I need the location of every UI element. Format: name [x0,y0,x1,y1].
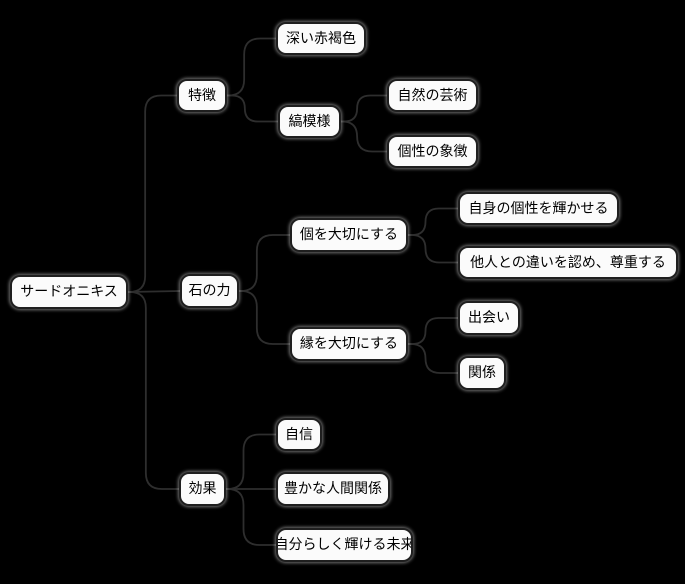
edge-value-individual--respect-differences [407,234,459,264]
mindmap-node-encounters[interactable]: 出会い [458,301,520,335]
edge-value-bonds--encounters [407,317,459,345]
mindmap-node-features[interactable]: 特徴 [177,79,227,112]
mindmap-node-confidence[interactable]: 自信 [276,418,322,451]
edge-stone-power--value-individual [238,234,291,292]
edge-effects--shine-future [225,488,277,546]
mindmap-node-shine-future[interactable]: 自分らしく輝ける未来 [276,528,413,562]
mindmap-node-effects[interactable]: 効果 [179,472,226,506]
edge-features--deep-red-brown [226,37,277,97]
mindmap-node-stripes[interactable]: 縞模様 [278,105,341,138]
mindmap-node-value-individual[interactable]: 個を大切にする [290,218,408,252]
mindmap-node-individuality-symbol[interactable]: 個性の象徴 [387,135,478,168]
edge-stripes--individuality-symbol [340,120,388,153]
edge-stone-power--value-bonds [238,290,291,345]
edge-stripes--nature-art [340,94,388,123]
mindmap-node-root[interactable]: サードオニキス [10,275,128,309]
edge-root--stone-power [127,290,181,293]
edge-value-bonds--relationships [407,343,459,374]
mindmap-node-relationships[interactable]: 関係 [458,356,506,390]
mindmap-node-value-bonds[interactable]: 縁を大切にする [290,327,408,361]
mindmap-node-shine-own-self[interactable]: 自身の個性を輝かせる [458,192,619,225]
mindmap-node-stone-power[interactable]: 石の力 [180,274,239,308]
edge-effects--confidence [225,433,277,490]
edge-root--features [127,94,178,293]
mindmap-node-respect-differences[interactable]: 他人との違いを認め、尊重する [458,246,678,279]
edge-root--effects [127,291,180,490]
mindmap-node-deep-red-brown[interactable]: 深い赤褐色 [276,22,366,55]
mindmap-node-nature-art[interactable]: 自然の芸術 [387,79,478,112]
edge-value-individual--shine-own-self [407,207,459,236]
edge-features--stripes [226,94,279,123]
mindmap-node-rich-human-relations[interactable]: 豊かな人間関係 [276,472,390,506]
